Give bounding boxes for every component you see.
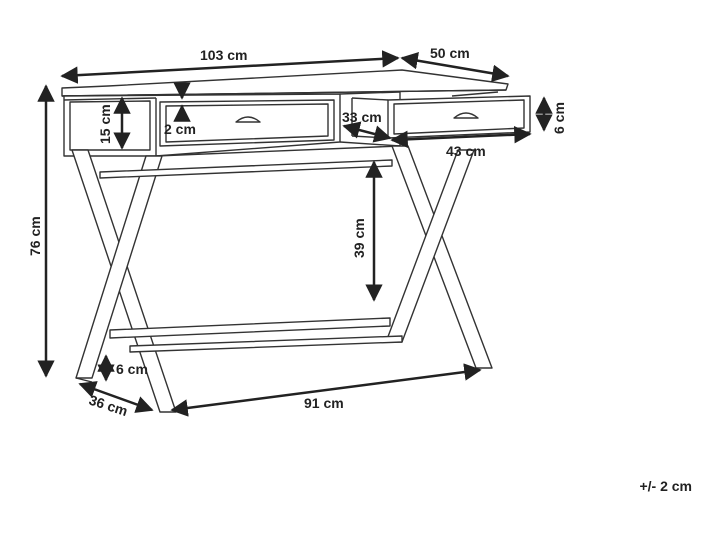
drawer-width-arrow bbox=[390, 125, 532, 149]
right-x-leg bbox=[385, 145, 493, 369]
top-thickness-label: 2 cm bbox=[164, 121, 196, 137]
drawer-extension-arrow bbox=[342, 121, 392, 143]
drawer-front-height-label: 6 cm bbox=[551, 102, 567, 134]
stretchers bbox=[99, 159, 403, 353]
base-width-arrow bbox=[170, 363, 482, 417]
tolerance-note: +/- 2 cm bbox=[639, 478, 692, 494]
foot-height-label: 6 cm bbox=[116, 361, 148, 377]
open-drawer-handle-icon bbox=[453, 112, 479, 119]
foot-depth-arrow bbox=[78, 381, 154, 413]
apron bbox=[63, 91, 401, 157]
dimension-lines bbox=[37, 50, 553, 417]
width-arrow bbox=[60, 50, 400, 84]
desk-drawing bbox=[61, 69, 531, 413]
foot-depth-label: 36 cm bbox=[87, 392, 130, 419]
drawer-height-label: 15 cm bbox=[97, 104, 113, 144]
drawer-handle-icon bbox=[235, 116, 261, 123]
table-top bbox=[61, 69, 509, 97]
depth-arrow bbox=[400, 52, 510, 82]
width-label: 103 cm bbox=[200, 47, 247, 63]
depth-label: 50 cm bbox=[430, 45, 470, 61]
height-label: 76 cm bbox=[27, 216, 43, 256]
drawer-extension-label: 33 cm bbox=[342, 109, 382, 125]
drawer-width-label: 43 cm bbox=[446, 143, 486, 159]
base-width-label: 91 cm bbox=[304, 395, 344, 411]
legroom-height-label: 39 cm bbox=[351, 218, 367, 258]
